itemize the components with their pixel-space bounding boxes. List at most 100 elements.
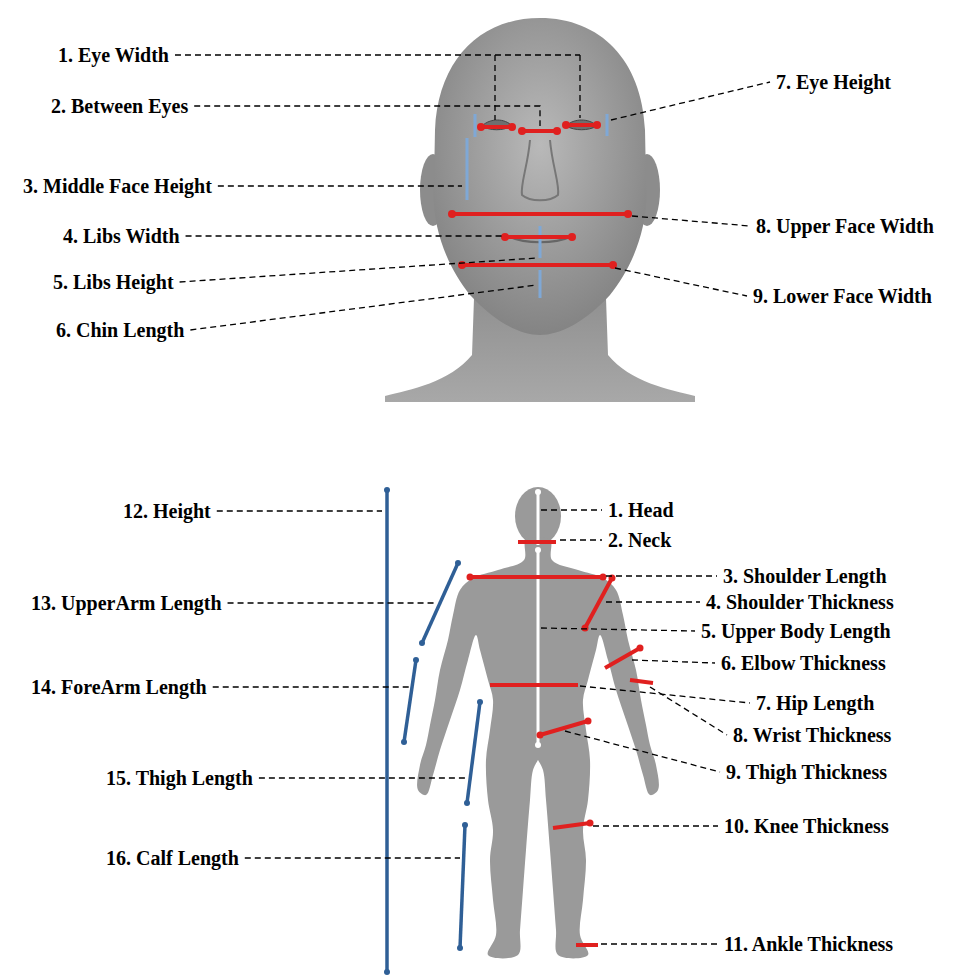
eye-height-line [606,114,609,136]
thigh-length-line [467,702,480,803]
measurement-label: 6. Elbow Thickness [720,652,887,674]
leader-line [194,106,540,126]
body-illustration [384,487,659,975]
middle-face-line [466,138,469,200]
blue-measures [467,114,607,298]
eye-width-line [566,123,597,127]
knee-line [553,823,590,828]
libs-width-line [505,235,572,239]
body-blue-dots [384,487,483,975]
measurement-label: 3. Middle Face Height [22,175,213,197]
leader-line [565,731,720,772]
body-blue-measures [387,490,480,972]
ankle-line [576,943,598,947]
measurement-label: 5. Upper Body Length [700,620,892,642]
calf-line [460,825,465,948]
measurement-label: 1. Head [607,499,675,521]
libs-height-line [539,226,542,258]
leader-line [606,575,717,576]
dot [637,645,644,652]
measurement-label: 5. Libs Height [52,271,175,293]
upper-face-line [452,212,628,216]
body-silhouette [417,537,659,958]
dot [553,127,561,135]
hip-line [490,683,578,687]
measurement-label: 4. Shoulder Thickness [705,591,895,613]
leader-line [190,285,537,330]
dot [401,739,407,745]
dot [384,487,390,493]
measurement-label: 7. Eye Height [775,71,892,93]
face-measurements [448,55,632,298]
dot [384,969,390,975]
red-dots [448,121,632,269]
leader-line [541,628,695,631]
leader-line [217,510,382,511]
dot [582,625,589,632]
upperarm-line [422,563,458,643]
dot [508,123,516,131]
lower-face-line [462,263,613,267]
leader-line [601,943,718,944]
head-length-line [537,492,540,545]
leader-line [593,825,718,826]
leader-line [180,258,537,282]
measurement-label: 2. Between Eyes [50,95,189,117]
dot [518,127,526,135]
leader-line [228,602,437,603]
leader-line [259,777,468,778]
measurement-label: 11. Ankle Thickness [723,933,894,955]
elbow-line [605,648,640,668]
head-illustration [385,18,695,402]
dot [413,657,419,663]
shoulder-thickness-line [585,578,612,628]
measurement-label: 1. Eye Width [57,44,170,66]
dot [477,699,483,705]
leader-line [632,660,715,663]
leader-line [186,235,502,236]
leader-line [560,539,602,540]
between-eyes-line [522,129,557,133]
chin-length-line [539,270,542,298]
right-eye [566,120,597,130]
measurement-label: 16. Calf Length [105,847,240,869]
neck-shoulders [385,270,695,402]
dot [600,574,607,581]
measurement-label: 4. Libs Width [62,225,181,247]
measurement-label: 2. Neck [607,529,672,551]
dot [568,233,576,241]
forearm-line [404,660,416,742]
measurement-label: 15. Thigh Length [105,767,254,789]
wrist-line [630,680,653,683]
measurement-label: 13. UpperArm Length [30,592,223,614]
measurement-label: 9. Thigh Thickness [725,761,888,783]
leader-line [650,687,727,735]
dot [535,489,541,495]
dot [562,121,570,129]
leader-line [541,509,602,510]
measurement-label: 9. Lower Face Width [752,285,933,307]
leader-branch [495,55,580,120]
measurement-label: 6. Chin Length [55,319,185,341]
dot [537,732,544,739]
dot [455,560,461,566]
dot [585,718,592,725]
leader-line [175,54,495,55]
measurement-label: 8. Wrist Thickness [732,724,892,746]
dot [501,233,509,241]
dot [477,123,485,131]
dot [587,820,594,827]
head-shape [433,18,646,335]
leader-line [580,686,750,703]
leader-line [245,857,460,858]
dot [448,210,456,218]
red-measures [452,125,628,265]
measurement-label: 10. Knee Thickness [723,815,890,837]
dot [535,742,541,748]
body-red-dots [467,574,644,827]
leader-line [606,601,700,602]
leader-line [632,216,750,226]
leader-line [213,686,409,687]
height-line [385,490,389,972]
